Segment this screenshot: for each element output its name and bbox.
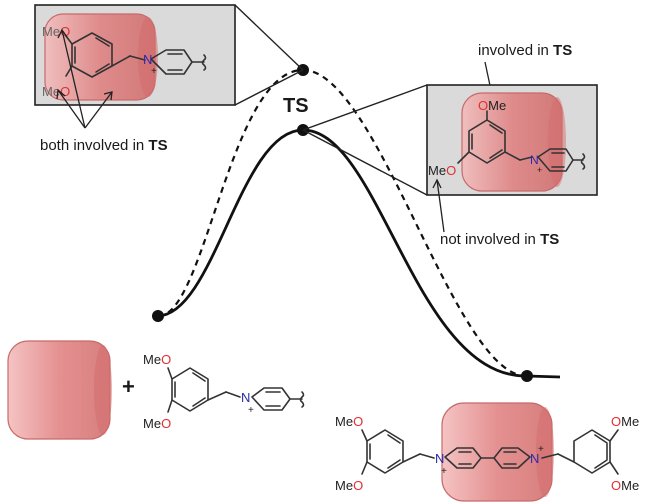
both-involved-arrows: [56, 28, 113, 129]
plus-charge: +: [537, 165, 542, 175]
plus-charge: +: [441, 466, 447, 477]
bipyridinium: [444, 447, 531, 469]
guest-molecule: N + MeO MeO: [143, 352, 305, 431]
benzene-ring: [573, 429, 611, 474]
squiggle-bond-icon: [572, 153, 586, 170]
plus-charge: +: [151, 66, 157, 77]
start-point: [152, 310, 164, 322]
plus-charge: +: [248, 405, 254, 416]
inset-top-left: N + MeO MeO: [34, 4, 236, 106]
plus-charge: +: [538, 444, 544, 455]
solid-energy-curve: [157, 128, 561, 379]
involved-note: involved in TS: [478, 42, 572, 59]
host-cylinder-icon: [7, 340, 112, 440]
nitrogen-label: N: [241, 390, 250, 405]
end-point: [521, 370, 533, 382]
nitrogen-label-right: N: [530, 451, 539, 466]
both-involved-note: both involved in TS: [40, 137, 168, 154]
meo-label-top: MeO: [42, 24, 70, 39]
squiggle-bond-icon: [289, 391, 305, 408]
nitrogen-label-left: N: [435, 451, 444, 466]
benzene-ring: [171, 367, 209, 412]
squiggle-bond-icon: [191, 54, 207, 71]
not-involved-arrow: [432, 178, 445, 233]
meo-label-top-left: MeO: [335, 414, 363, 429]
meo-label-left: MeO: [428, 163, 456, 178]
host-cylinder-icon: [441, 402, 554, 502]
ts-label: TS: [283, 95, 309, 117]
ome-label-top: OMe: [478, 98, 506, 113]
ome-label-top-right: OMe: [611, 414, 639, 429]
benzene-ring: [468, 119, 506, 164]
host-cylinder-icon: [461, 92, 563, 192]
pyridinium-ring: [251, 387, 291, 411]
nitrogen-label: N: [143, 52, 152, 67]
product-complex: N + N + MeO MeO OMe OMe: [335, 414, 639, 493]
inset-connectors: [234, 4, 428, 196]
meo-label-bottom-left: MeO: [335, 478, 363, 493]
benzene-ring: [366, 429, 404, 474]
meo-label-bottom: MeO: [143, 416, 171, 431]
plus-sign: +: [122, 374, 135, 399]
inset-top-right: N + OMe MeO: [426, 84, 598, 196]
meo-label-top: MeO: [143, 352, 171, 367]
ome-label-bottom-right: OMe: [611, 478, 639, 493]
meo-label-bottom: MeO: [42, 84, 70, 99]
nitrogen-label: N: [530, 153, 539, 167]
not-involved-note: not involved in TS: [440, 231, 559, 248]
